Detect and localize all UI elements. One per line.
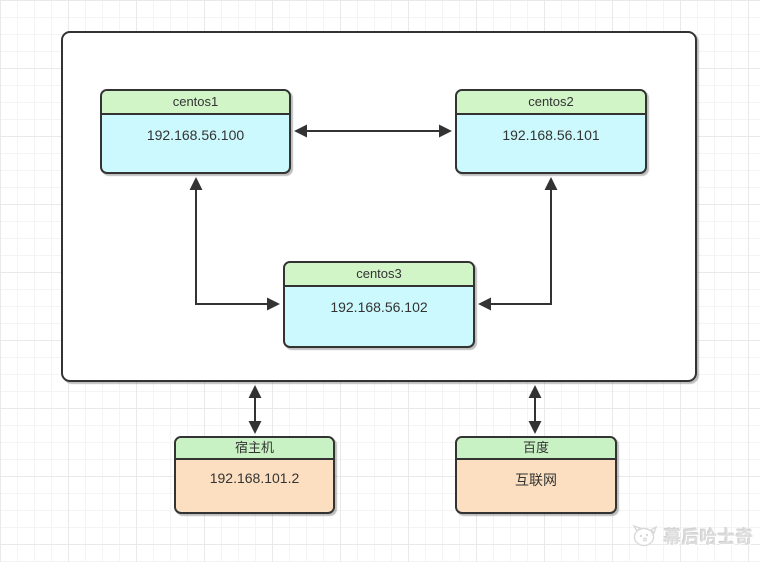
node-title: centos1 (102, 91, 289, 115)
node-centos2: centos2 192.168.56.101 (455, 89, 647, 174)
node-title: 宿主机 (176, 438, 333, 460)
node-title: centos3 (285, 263, 473, 287)
node-baidu: 百度 互联网 (455, 436, 617, 514)
node-ip-address: 192.168.56.102 (330, 299, 428, 315)
husky-face-icon (632, 524, 658, 546)
node-title: centos2 (457, 91, 645, 115)
node-centos1: centos1 192.168.56.100 (100, 89, 291, 174)
watermark-text: 幕后哈士奇 (664, 528, 754, 547)
node-host-machine: 宿主机 192.168.101.2 (174, 436, 335, 514)
node-ip-address: 192.168.101.2 (209, 470, 300, 486)
node-ip-address: 192.168.56.100 (146, 127, 245, 143)
node-internet-label: 互联网 (515, 472, 557, 488)
node-title: 百度 (457, 438, 615, 460)
node-ip-address: 192.168.56.101 (502, 127, 600, 143)
node-centos3: centos3 192.168.56.102 (283, 261, 475, 348)
watermark: 幕后哈士奇 (631, 523, 754, 548)
